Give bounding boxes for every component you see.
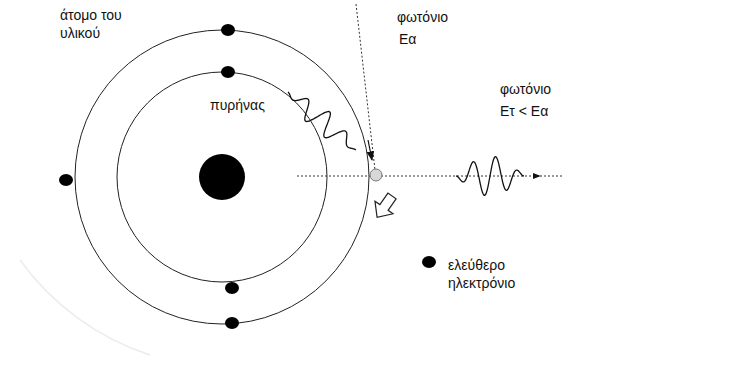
electron: [221, 66, 235, 78]
nucleus: [199, 154, 245, 200]
photon-energy: Eα: [399, 30, 439, 48]
free-electron-label: ελεύθερο ηλεκτρόνιο: [448, 256, 538, 292]
inner-orbit: [117, 72, 327, 282]
material-atom-label: άτομο του υλικού: [60, 6, 150, 42]
free-electron: [422, 256, 436, 268]
incident-arrow: [368, 140, 372, 160]
hollow-arrow: [368, 190, 401, 224]
photon-label: φωτόνιο: [397, 8, 477, 26]
scattered-path: [297, 176, 540, 177]
electron: [225, 282, 239, 294]
collision-point: [370, 169, 382, 181]
photon-energy: Eτ < Eα: [500, 102, 590, 120]
scattered-wave: [456, 157, 524, 196]
outer-orbit: [75, 30, 369, 324]
incident-wave: [288, 92, 356, 150]
electron: [225, 317, 239, 329]
photon-label: φωτόνιο: [500, 80, 580, 98]
incident-path: [356, 4, 375, 170]
electron: [59, 174, 73, 186]
scattered-path: [540, 176, 562, 177]
faint-arc: [20, 260, 150, 355]
nucleus-label: πυρήνας: [210, 96, 290, 114]
electron: [221, 24, 235, 36]
